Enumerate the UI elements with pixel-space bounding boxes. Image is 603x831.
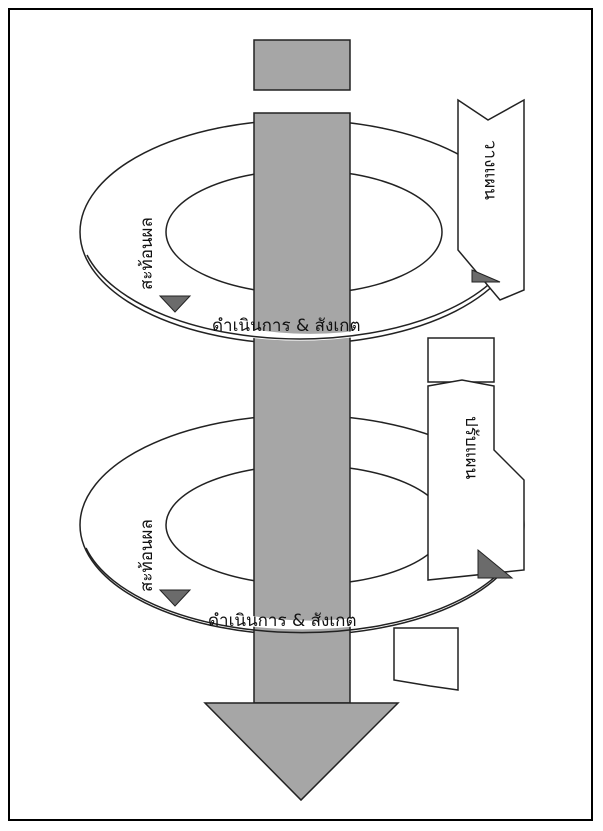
plan-ribbon-2 [427,379,525,581]
cycle-2-ring-front [90,552,514,630]
down-arrow-head [203,702,400,802]
cycle-1-plan-label: วางแผน [480,140,500,200]
cycle-2-reflect-triangle [158,589,192,607]
connector-ribbon [427,337,495,383]
cycle-1-ring-front [90,262,510,341]
cycle-1-act-observe-label: ดำเนินการ & สังเกต [212,316,361,336]
cycle-2-act-observe-label: ดำเนินการ & สังเกต [208,611,357,631]
cycle-1-reflect-label: สะท้อนผล [137,217,157,290]
plan-ribbon-1 [457,98,525,301]
cycle-1-plan-triangle [471,269,501,283]
cycle-2-plan-label: ปรับแผน [461,416,481,480]
cycle-1-reflect-triangle [158,295,192,313]
cycle-2-plan-triangle [477,548,514,579]
shaft-top-block [253,39,351,91]
lower-ribbon-tail [393,627,459,691]
shaft [253,112,351,704]
cycle-2-reflect-label: สะท้อนผล [137,519,157,592]
